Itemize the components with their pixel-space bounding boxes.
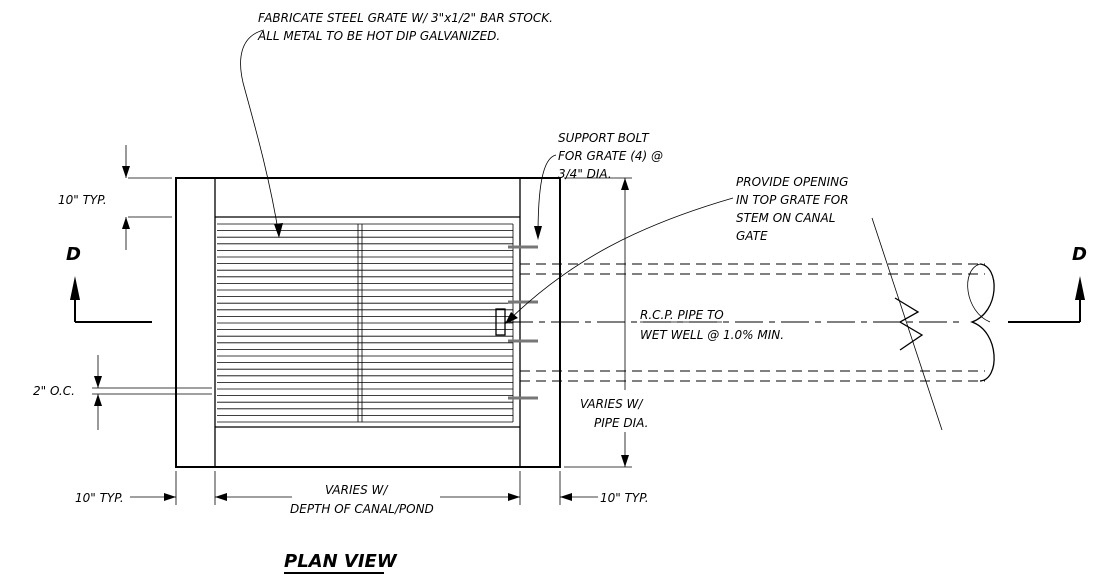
section-arrow-right-icon (1075, 276, 1085, 300)
dim-right-typ-text: 10" TYP. (600, 491, 649, 505)
note-support-line2: FOR GRATE (4) @ (558, 149, 663, 163)
dim-spacing-text: 2" O.C. (33, 384, 75, 398)
note-opening-line1: PROVIDE OPENING (736, 175, 848, 189)
leader-fabricate (240, 29, 280, 237)
dim-top-typ-text: 10" TYP. (58, 193, 107, 207)
section-marker-right: D (1008, 244, 1087, 323)
note-support-line3: 3/4" DIA. (558, 167, 612, 181)
dim-arrow-icon (94, 376, 102, 388)
note-opening-line3: STEM ON CANAL (736, 211, 835, 225)
dim-arrow-icon (508, 493, 520, 501)
pipe-break-cut-line (871, 217, 943, 431)
plan-view-title: PLAN VIEW (284, 551, 398, 572)
dimension-bottom: 10" TYP. VARIES W/ DEPTH OF CANAL/POND 1… (75, 471, 649, 516)
drawing-title: PLAN VIEW (284, 551, 398, 574)
note-opening: PROVIDE OPENING IN TOP GRATE FOR STEM ON… (505, 175, 849, 324)
note-opening-line4: GATE (736, 229, 768, 243)
dim-arrow-icon (122, 217, 130, 229)
dim-arrow-icon (560, 493, 572, 501)
rcp-pipe (505, 217, 995, 431)
leader-opening (506, 197, 734, 323)
note-pipe-line2: WET WELL @ 1.0% MIN. (640, 328, 784, 342)
section-marker-left: D (66, 244, 152, 323)
leader-support-bolt (537, 154, 557, 237)
stem-opening (495, 308, 506, 336)
outer-box (175, 177, 561, 468)
leader-arrow-icon (505, 312, 518, 324)
pipe-break-symbol (894, 297, 924, 351)
note-support-bolt: SUPPORT BOLT FOR GRATE (4) @ 3/4" DIA. (534, 131, 663, 240)
dim-depth-text-2: DEPTH OF CANAL/POND (290, 502, 434, 516)
pipe-break-end (970, 263, 995, 382)
note-pipe: R.C.P. PIPE TO WET WELL @ 1.0% MIN. (640, 308, 784, 342)
dim-arrow-icon (94, 394, 102, 406)
dim-arrow-icon (215, 493, 227, 501)
leader-arrow-icon (274, 223, 283, 238)
section-label-left: D (66, 244, 81, 265)
note-fabricate-line1: FABRICATE STEEL GRATE W/ 3"x1/2" BAR STO… (258, 11, 553, 25)
note-fabricate: FABRICATE STEEL GRATE W/ 3"x1/2" BAR STO… (240, 11, 553, 238)
support-bolts (508, 245, 538, 400)
dim-arrow-icon (621, 455, 629, 467)
dimension-top-typ: 10" TYP. (58, 145, 172, 250)
leader-arrow-icon (534, 226, 542, 240)
pipe-break-end-inner (967, 263, 991, 323)
section-arrow-left-icon (70, 276, 80, 300)
box-structure (175, 177, 561, 468)
steel-grate (217, 223, 514, 423)
dim-arrow-icon (122, 166, 130, 178)
note-fabricate-line2: ALL METAL TO BE HOT DIP GALVANIZED. (257, 29, 500, 43)
dim-arrow-icon (621, 178, 629, 190)
dim-depth-text-1: VARIES W/ (325, 483, 389, 497)
dimension-pipe-dia: VARIES W/ PIPE DIA. (564, 177, 648, 468)
dim-arrow-icon (164, 493, 176, 501)
note-support-line1: SUPPORT BOLT (558, 131, 650, 145)
dim-pipe-text-1: VARIES W/ (580, 397, 644, 411)
note-opening-line2: IN TOP GRATE FOR (736, 193, 849, 207)
note-pipe-line1: R.C.P. PIPE TO (640, 308, 724, 322)
dim-left-typ-text: 10" TYP. (75, 491, 124, 505)
dim-pipe-text-2: PIPE DIA. (594, 416, 648, 430)
grate-bars (217, 223, 513, 423)
section-label-right: D (1072, 244, 1087, 265)
dimension-spacing: 2" O.C. (33, 355, 212, 430)
